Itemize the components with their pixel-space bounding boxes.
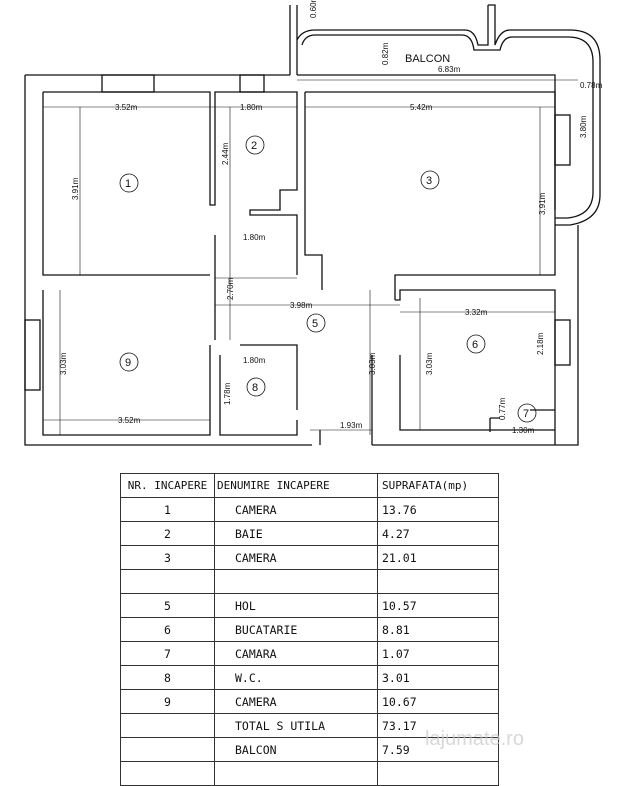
walls (24, 4, 601, 446)
table-cell: 5 (120, 593, 215, 618)
table-cell (120, 713, 215, 738)
table-cell: 6 (120, 617, 215, 642)
table-cell (377, 761, 499, 786)
table-cell: CAMERA (214, 689, 378, 714)
dim-label: 3.32m (465, 308, 488, 317)
room-number: 2 (251, 140, 257, 152)
room-markers (119, 135, 537, 423)
table-cell: 73.17 (377, 713, 499, 738)
room-number: 1 (125, 178, 131, 190)
table-cell: 13.76 (377, 497, 499, 522)
dim-label: 3.52m (115, 103, 138, 112)
table-cell: BALCON (214, 737, 378, 762)
room-number: 5 (312, 318, 318, 330)
table-cell: 4.27 (377, 521, 499, 546)
table-cell: 8 (120, 665, 215, 690)
dim-label: 1.30m (512, 426, 535, 435)
room-number: 3 (426, 175, 432, 187)
dim-label: 5.42m (410, 103, 433, 112)
dimension-labels: 0.60m 0.82m 6.83m 0.78m 3.80m 3.52m 3.91… (59, 0, 603, 435)
dim-label: 3.03m (368, 352, 377, 375)
table-cell: 3 (120, 545, 215, 570)
table-cell (120, 761, 215, 786)
table-cell: TOTAL S UTILA (214, 713, 378, 738)
dim-label: 3.91m (71, 177, 80, 200)
dim-label: 1.80m (243, 233, 266, 242)
dim-label: 3.52m (118, 416, 141, 425)
table-cell: 3.01 (377, 665, 499, 690)
table-cell: 10.67 (377, 689, 499, 714)
watermark: lajumate.ro (425, 728, 524, 750)
table-cell: 1.07 (377, 641, 499, 666)
dim-label: 3.03m (59, 352, 68, 375)
table-cell: 21.01 (377, 545, 499, 570)
dim-label: 0.60m (309, 0, 318, 18)
table-cell (120, 737, 215, 762)
table-cell: 8.81 (377, 617, 499, 642)
table-cell: CAMERA (214, 545, 378, 570)
header-cell: DENUMIRE INCAPERE (214, 473, 378, 498)
dim-label: 1.80m (243, 356, 266, 365)
floor-plan: BALCON 0.60m 0.82m 6.83m 0.78m 3.80m 3.5… (24, 0, 603, 446)
table-cell: CAMERA (214, 497, 378, 522)
table-cell (120, 569, 215, 594)
table-row (120, 761, 499, 786)
dim-label: 0.78m (580, 81, 603, 90)
dim-label: 2.70m (226, 277, 235, 300)
table-cell: CAMARA (214, 641, 378, 666)
room-numbers: 1 2 3 5 6 7 8 9 (125, 140, 529, 420)
dim-label: 3.80m (579, 115, 588, 138)
table-cell: 1 (120, 497, 215, 522)
table-cell: BAIE (214, 521, 378, 546)
dim-label: 6.83m (438, 65, 461, 74)
table-header: NR. INCAPERE DENUMIRE INCAPERE SUPRAFATA… (120, 473, 499, 498)
dim-label: 1.78m (223, 382, 232, 405)
table-cell: 9 (120, 689, 215, 714)
table-cell (214, 761, 378, 786)
dim-label: 3.91m (538, 192, 547, 215)
table-cell: 2 (120, 521, 215, 546)
balcony-label: BALCON (405, 53, 450, 65)
dimension-lines (43, 79, 578, 435)
table-cell: BUCATARIE (214, 617, 378, 642)
dim-label: 0.82m (381, 42, 390, 65)
room-number: 6 (472, 339, 478, 351)
table-cell: 7 (120, 641, 215, 666)
table-row (120, 569, 499, 594)
header-cell: SUPRAFATA(mp) (377, 473, 499, 498)
header-cell: NR. INCAPERE (120, 473, 215, 498)
dim-label: 1.80m (240, 103, 263, 112)
dim-label: 0.77m (498, 397, 507, 420)
table-cell: 10.57 (377, 593, 499, 618)
room-number: 9 (125, 357, 131, 369)
table-cell (214, 569, 378, 594)
table-cell: 7.59 (377, 737, 499, 762)
room-number: 7 (523, 408, 529, 420)
dim-label: 2.44m (221, 142, 230, 165)
table-cell: HOL (214, 593, 378, 618)
table-cell (377, 569, 499, 594)
dim-label: 3.98m (290, 301, 313, 310)
room-number: 8 (252, 382, 258, 394)
table-cell: W.C. (214, 665, 378, 690)
dim-label: 2.18m (536, 332, 545, 355)
dim-label: 3.03m (425, 352, 434, 375)
dim-label: 1.93m (340, 421, 363, 430)
